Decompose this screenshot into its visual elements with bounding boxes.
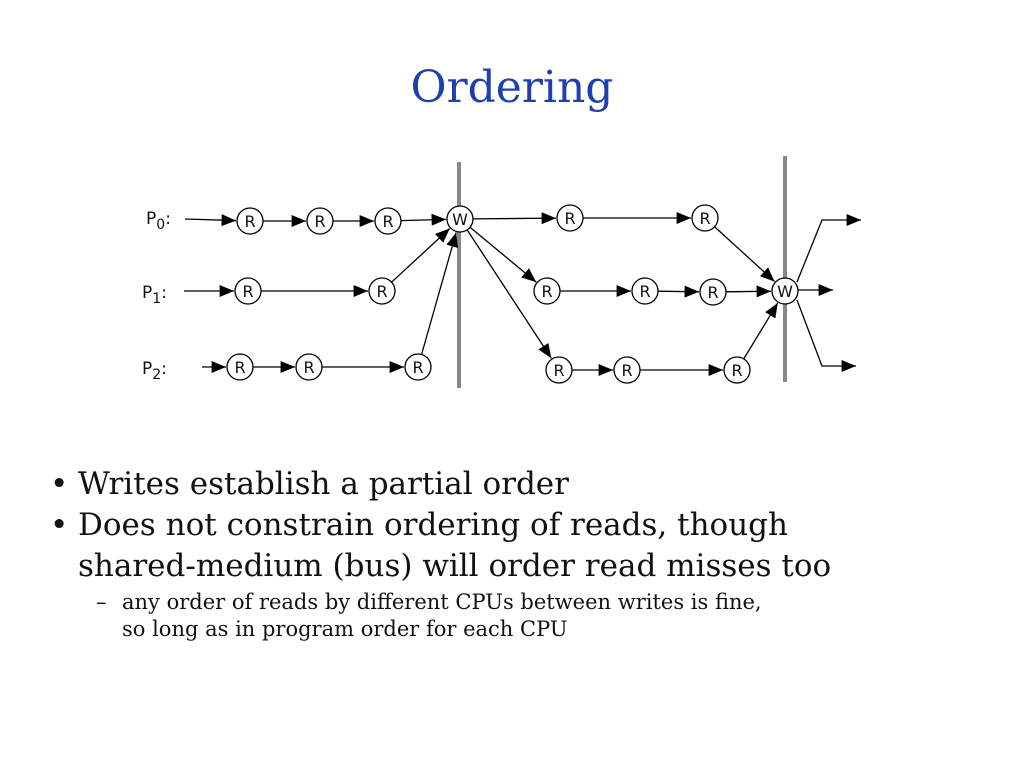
- ordering-arrows: [184, 212, 861, 376]
- write-label: W: [452, 210, 468, 229]
- read-label: R: [244, 212, 255, 231]
- processor-label-p1: P1:: [142, 283, 167, 307]
- read-label: R: [376, 282, 387, 301]
- outgoing-arrow: [796, 299, 856, 372]
- ordering-arrow: [420, 232, 459, 355]
- write-label: W: [777, 282, 793, 301]
- ordering-arrow: [400, 213, 447, 226]
- read-node: R: [404, 353, 432, 381]
- ordering-arrow: [657, 285, 700, 298]
- read-label: R: [382, 212, 393, 231]
- ordering-arrow: [472, 212, 557, 225]
- read-label: R: [303, 358, 314, 377]
- processor-label-p2: P2:: [142, 359, 167, 383]
- bullet-marker: •: [50, 507, 69, 543]
- read-node: R: [368, 277, 396, 305]
- bullet-text: Writes establish a partial order: [78, 466, 569, 502]
- ordering-arrow: [725, 285, 772, 298]
- write-node: W: [771, 277, 799, 305]
- slide-title: Ordering: [410, 62, 614, 113]
- read-node: R: [631, 277, 659, 305]
- outgoing-arrow: [796, 214, 861, 283]
- bullet-item: • Writes establish a partial order: [50, 464, 990, 505]
- read-label: R: [314, 212, 325, 231]
- read-label: R: [621, 361, 632, 380]
- read-label: R: [234, 358, 245, 377]
- bullet-text: Does not constrain ordering of reads, th…: [78, 507, 788, 543]
- read-label: R: [553, 361, 564, 380]
- read-label: R: [564, 209, 575, 228]
- sub-bullet-text: so long as in program order for each CPU: [122, 617, 568, 641]
- read-node: R: [533, 277, 561, 305]
- read-node: R: [306, 207, 334, 235]
- read-node: R: [295, 353, 323, 381]
- read-node: R: [699, 278, 727, 306]
- sub-bullet-text: any order of reads by different CPUs bet…: [122, 590, 762, 614]
- ordering-arrow: [469, 226, 537, 283]
- read-label: R: [412, 358, 423, 377]
- read-label: R: [707, 283, 718, 302]
- read-label: R: [699, 209, 710, 228]
- bullet-item: • Does not constrain ordering of reads, …: [50, 505, 990, 587]
- ordering-arrow: [466, 229, 552, 359]
- ordering-arrow: [391, 228, 451, 283]
- read-label: R: [731, 361, 742, 380]
- read-node: R: [691, 204, 719, 232]
- ordering-arrow: [743, 302, 779, 360]
- write-node: W: [446, 205, 474, 233]
- read-node: R: [374, 207, 402, 235]
- sub-bullet-marker: –: [96, 590, 107, 614]
- operation-nodes: R R R W R R R R R R R W R R R R R R: [226, 204, 799, 384]
- read-node: R: [236, 207, 264, 235]
- read-label: R: [242, 282, 253, 301]
- read-label: R: [541, 282, 552, 301]
- read-node: R: [545, 356, 573, 384]
- read-node: R: [226, 353, 254, 381]
- ordering-arrow: [184, 214, 237, 227]
- bullet-marker: •: [50, 466, 69, 502]
- read-node: R: [556, 204, 584, 232]
- read-node: R: [613, 356, 641, 384]
- sub-bullet-item: – any order of reads by different CPUs b…: [50, 589, 990, 643]
- ordering-arrow: [714, 226, 776, 283]
- read-node: R: [723, 356, 751, 384]
- read-node: R: [234, 277, 262, 305]
- bullet-list: • Writes establish a partial order • Doe…: [50, 464, 990, 643]
- processor-label-p0: P0:: [146, 209, 171, 233]
- bullet-text: shared-medium (bus) will order read miss…: [78, 548, 832, 584]
- read-label: R: [639, 282, 650, 301]
